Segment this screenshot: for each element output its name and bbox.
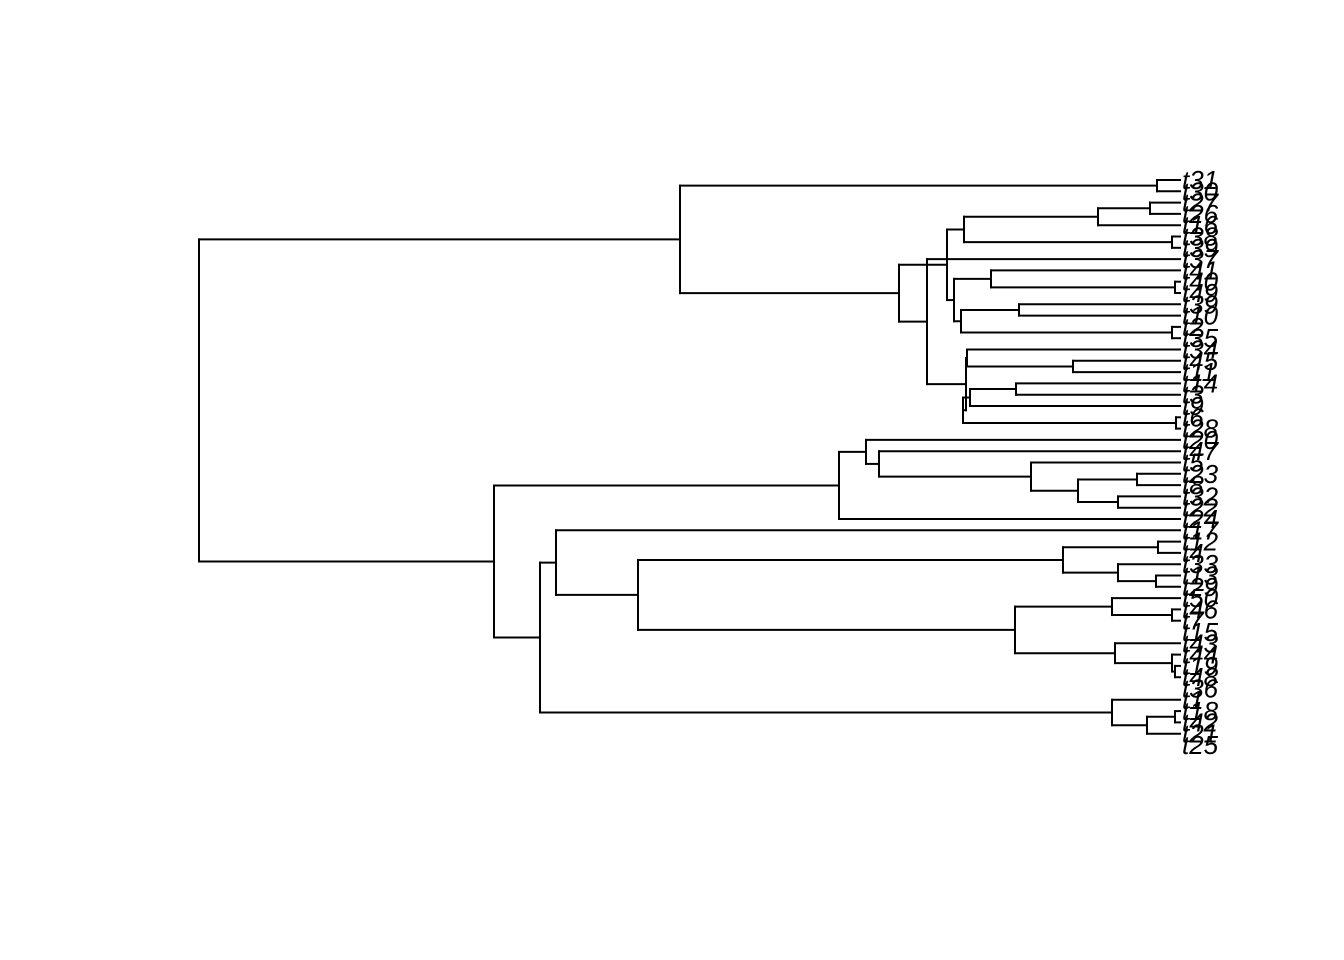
tip-label: t10: [1182, 301, 1219, 331]
tip-label: t12: [1182, 527, 1219, 557]
tip-label: t3: [1182, 380, 1204, 410]
tip-label: t42: [1182, 707, 1219, 737]
tip-label: t11: [1182, 357, 1216, 387]
tip-label: t22: [1182, 493, 1219, 523]
tip-labels: t31t30t27t26t16t38t39t37t41t40t49t39t10t…: [1182, 165, 1220, 760]
tip-label: t6: [1182, 402, 1204, 432]
tip-label: t50: [1182, 583, 1219, 613]
tip-label: t26: [1182, 199, 1219, 229]
tip-label: t32: [1182, 481, 1219, 511]
tip-label: t39: [1182, 289, 1218, 319]
tip-label: t38: [1182, 222, 1219, 252]
tip-label: t4: [1182, 538, 1204, 568]
tip-label: t45: [1182, 346, 1219, 376]
tip-label: t25: [1182, 730, 1219, 760]
tip-label: t41: [1182, 255, 1218, 285]
tip-label: t1: [1182, 685, 1204, 715]
tip-label: t18: [1182, 696, 1219, 726]
tree-branches: [198, 179, 1181, 735]
tip-label: t30: [1182, 176, 1219, 206]
tip-label: t43: [1182, 628, 1219, 658]
tip-label: t20: [1182, 425, 1219, 455]
tip-label: t33: [1182, 549, 1219, 579]
tip-label: t5: [1182, 448, 1204, 478]
tip-label: t31: [1182, 165, 1218, 195]
tip-label: t34: [1182, 335, 1218, 365]
tip-label: t21: [1182, 719, 1218, 749]
tip-label: t16: [1182, 210, 1219, 240]
tip-label: t49: [1182, 278, 1218, 308]
tip-label: t37: [1182, 244, 1220, 274]
tip-label: t44: [1182, 640, 1218, 670]
tip-label: t39: [1182, 233, 1218, 263]
tip-label: t8: [1182, 470, 1204, 500]
tip-label: t27: [1182, 188, 1220, 218]
tip-label: t23: [1182, 459, 1219, 489]
tip-label: t9: [1182, 391, 1204, 421]
tip-label: t29: [1182, 572, 1218, 602]
tip-label: t35: [1182, 323, 1219, 353]
tip-label: t17: [1182, 515, 1220, 545]
tip-label: t24: [1182, 504, 1218, 534]
tip-label: t7: [1182, 606, 1205, 636]
tip-label: t46: [1182, 594, 1219, 624]
tip-label: t2: [1182, 312, 1204, 342]
tip-label: t40: [1182, 267, 1219, 297]
tip-label: t14: [1182, 368, 1218, 398]
tip-label: t48: [1182, 662, 1219, 692]
tip-label: t19: [1182, 651, 1218, 681]
tip-label: t47: [1182, 436, 1220, 466]
tip-label: t28: [1182, 414, 1219, 444]
tip-label: t13: [1182, 561, 1219, 591]
tip-label: t36: [1182, 674, 1219, 704]
tip-label: t15: [1182, 617, 1219, 647]
